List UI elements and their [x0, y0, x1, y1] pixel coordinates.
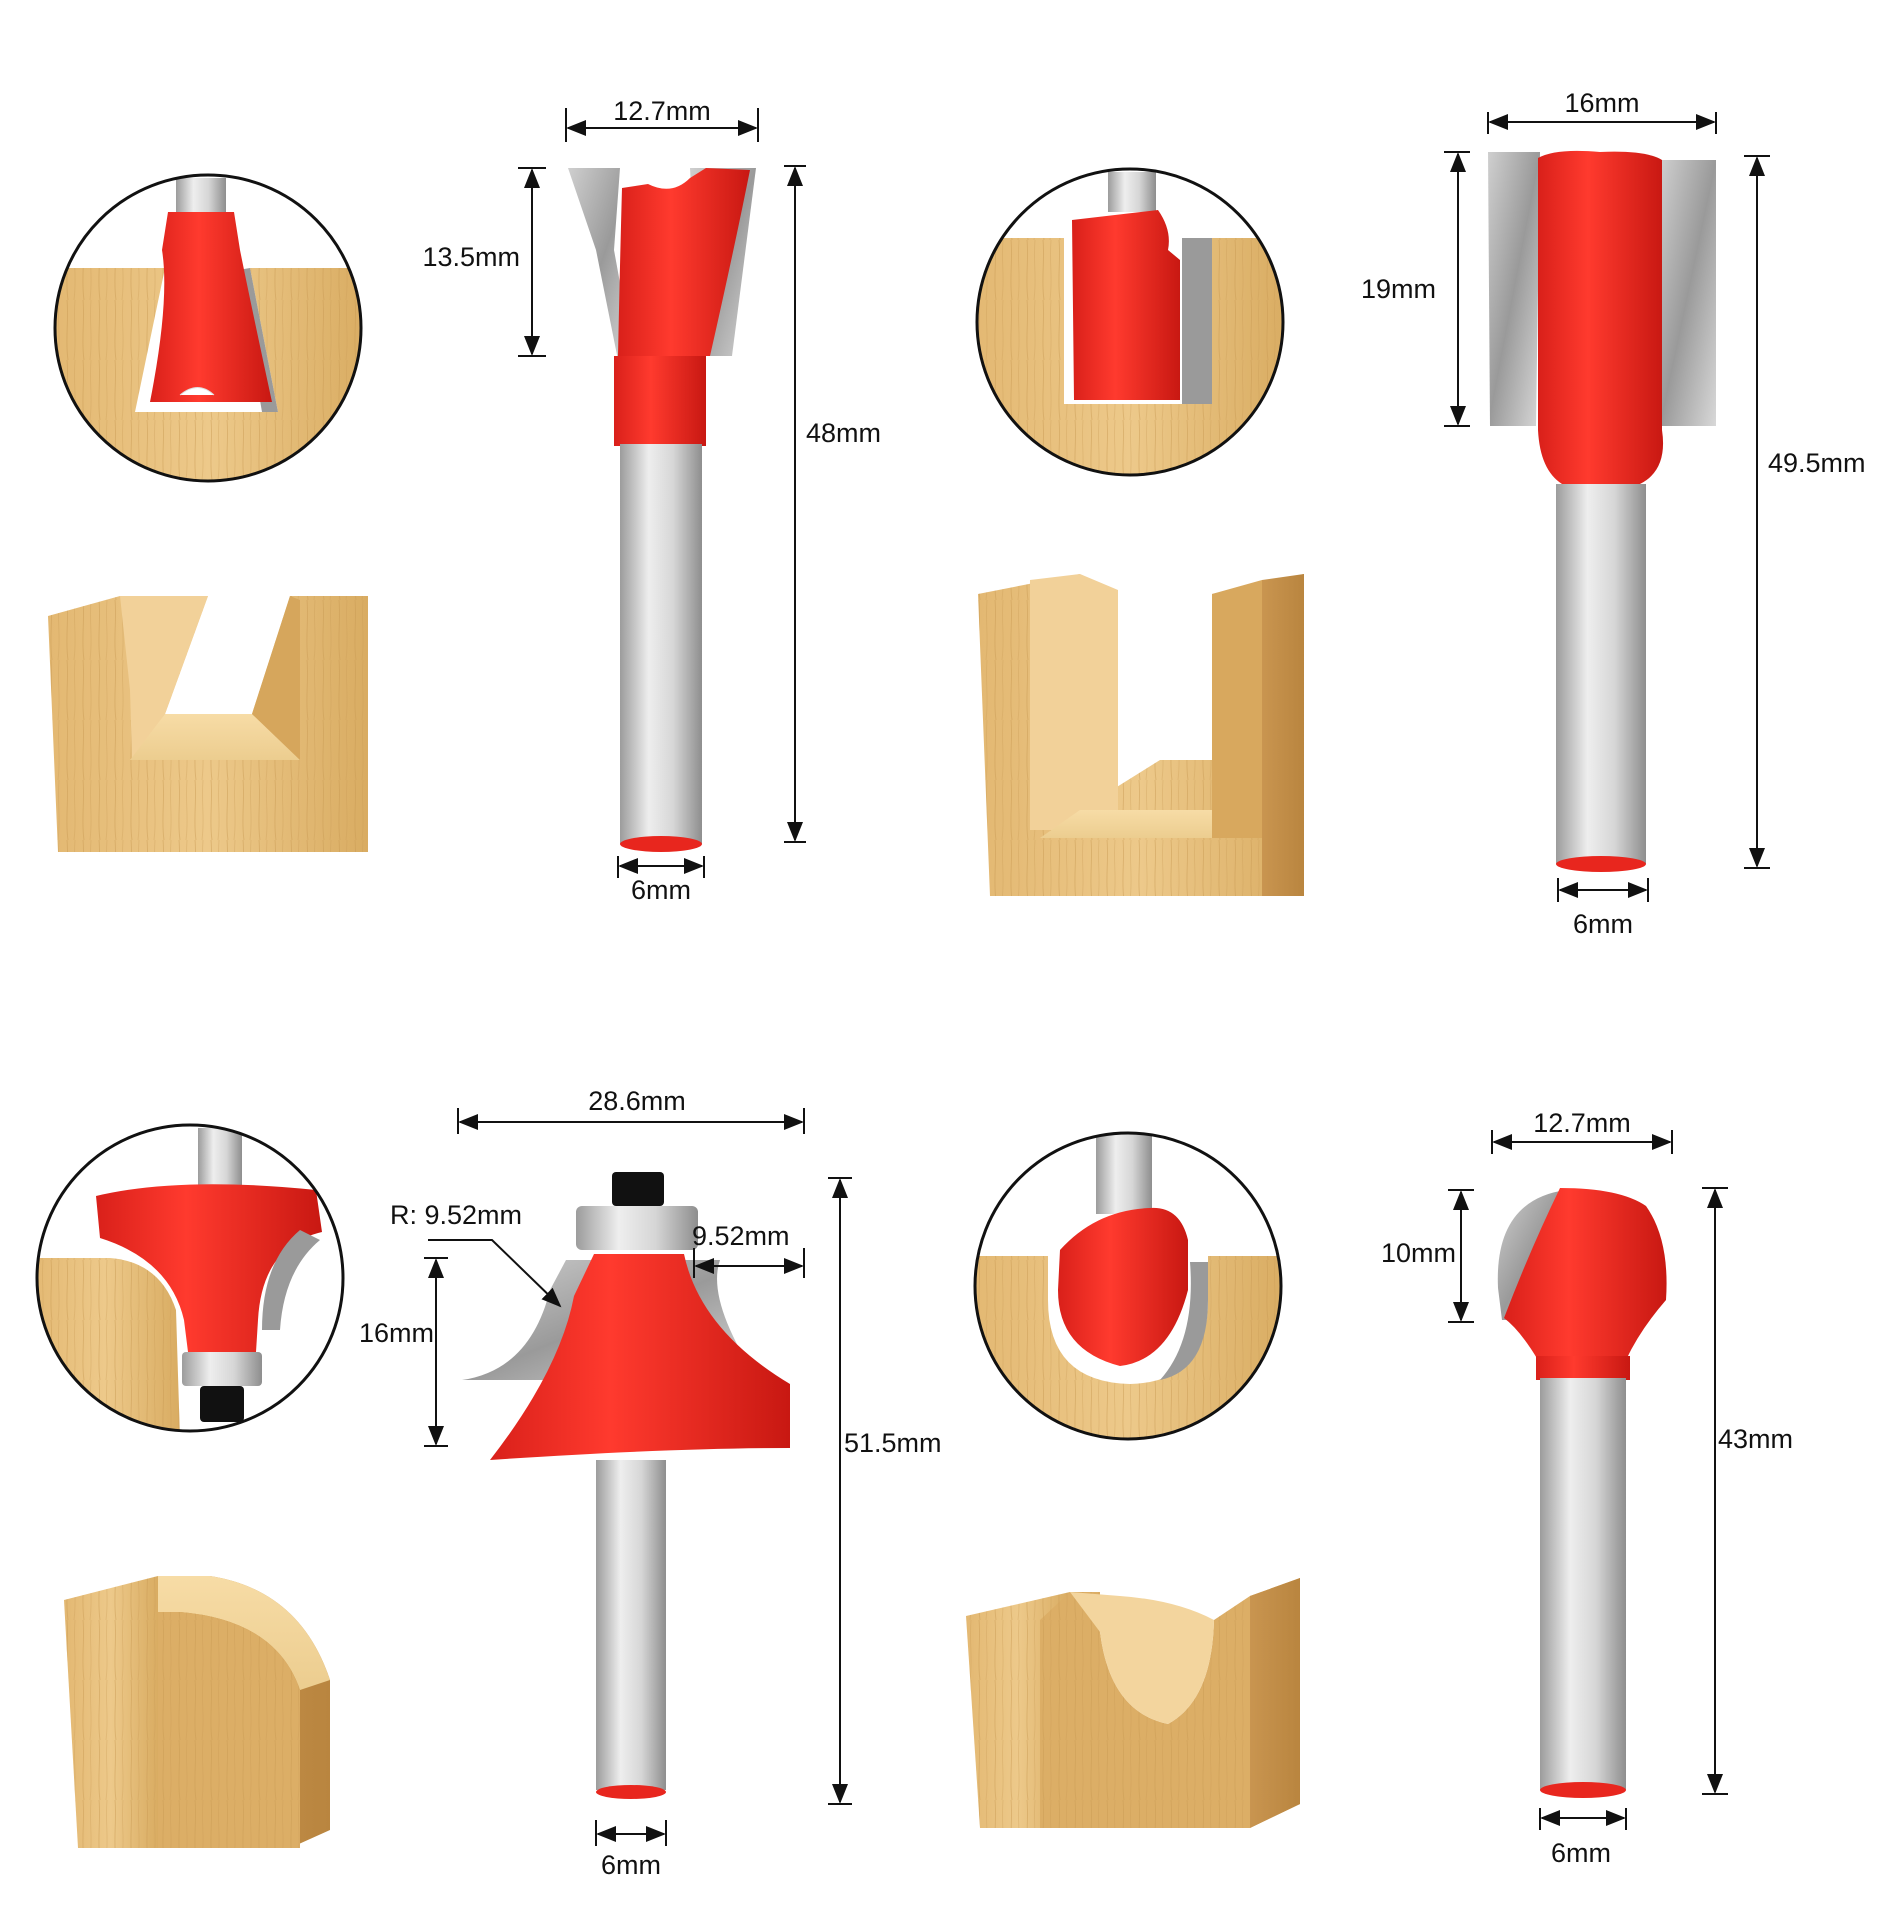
- dovetail-wood-block: [48, 596, 368, 852]
- roundover-width-label: 28.6mm: [588, 1086, 686, 1116]
- dovetail-shank-label: 6mm: [631, 875, 691, 905]
- panel-dovetail: 12.7mm 13.5mm 48mm 6mm: [48, 96, 881, 905]
- straight-detail-circle: [977, 169, 1283, 475]
- core-box-length-label: 43mm: [1718, 1424, 1793, 1454]
- core-box-cut-height-label: 10mm: [1381, 1238, 1456, 1268]
- straight-cut-height-label: 19mm: [1361, 274, 1436, 304]
- core-box-detail-circle: [975, 1133, 1281, 1439]
- dovetail-width-label: 12.7mm: [613, 96, 711, 126]
- dovetail-detail-circle: [55, 175, 361, 481]
- straight-length-label: 49.5mm: [1768, 448, 1866, 478]
- panel-straight: 16mm 19mm 49.5mm 6mm: [975, 88, 1866, 939]
- core-box-dimensions: 12.7mm 10mm 43mm 6mm: [1381, 1108, 1793, 1868]
- core-box-shank-label: 6mm: [1551, 1838, 1611, 1868]
- core-box-detail-border: [973, 1131, 1283, 1441]
- roundover-detail-border: [35, 1123, 345, 1433]
- straight-shank-label: 6mm: [1573, 909, 1633, 939]
- roundover-bit: [462, 1172, 790, 1799]
- roundover-bearing-label: 9.52mm: [692, 1221, 790, 1251]
- dovetail-dimensions: 12.7mm 13.5mm 48mm 6mm: [422, 96, 881, 905]
- straight-bit: [1488, 150, 1716, 872]
- straight-dimensions: 16mm 19mm 49.5mm 6mm: [1361, 88, 1866, 939]
- panel-core-box: 12.7mm 10mm 43mm 6mm: [966, 1108, 1793, 1868]
- dovetail-bit: [568, 168, 756, 852]
- roundover-shank-label: 6mm: [601, 1850, 661, 1880]
- core-box-bit: [1497, 1188, 1667, 1798]
- core-box-wood-block: [966, 1578, 1300, 1828]
- dovetail-cut-height-label: 13.5mm: [422, 242, 520, 272]
- straight-wood-block: [978, 574, 1304, 896]
- dovetail-detail-border: [53, 173, 363, 483]
- panel-roundover: 28.6mm R: 9.52mm 9.52mm 16mm 51.5mm 6mm: [35, 1086, 942, 1880]
- roundover-cut-height-label: 16mm: [359, 1318, 434, 1348]
- roundover-length-label: 51.5mm: [844, 1428, 942, 1458]
- roundover-detail-circle: [37, 1125, 343, 1431]
- core-box-width-label: 12.7mm: [1533, 1108, 1631, 1138]
- roundover-wood-block: [64, 1576, 330, 1848]
- roundover-radius-label: R: 9.52mm: [390, 1200, 522, 1230]
- straight-detail-border: [975, 167, 1285, 477]
- straight-width-label: 16mm: [1564, 88, 1639, 118]
- dovetail-length-label: 48mm: [806, 418, 881, 448]
- roundover-dimensions: 28.6mm R: 9.52mm 9.52mm 16mm 51.5mm 6mm: [359, 1086, 942, 1880]
